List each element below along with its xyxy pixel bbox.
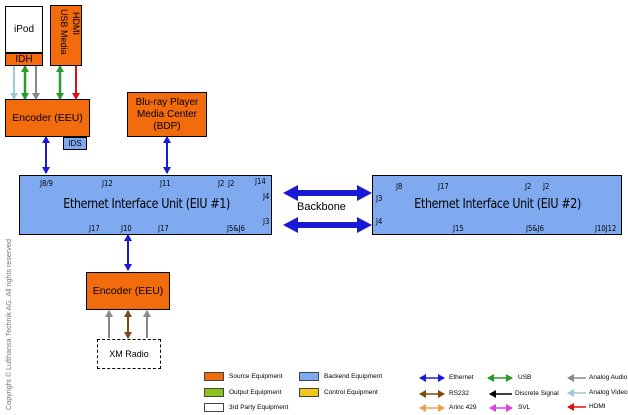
ipod-box: iPod — [5, 6, 43, 53]
legend-output-swatch — [204, 388, 224, 397]
usb-media-label: USB Media — [59, 9, 69, 55]
legend-usb-label: USB — [518, 374, 532, 381]
eiu1-jack-j11: J11 — [160, 179, 171, 188]
usb-media-hdmi-box: HDMI USB Media — [50, 5, 82, 66]
eiu2-jack-j10j12: J10J12 — [595, 224, 617, 233]
eiu1-jack-j3: J3 — [263, 217, 270, 226]
idh-label: IDH — [15, 54, 33, 65]
legend-source-swatch — [204, 372, 224, 381]
legend-discrete-label: Discrete Signal — [515, 390, 559, 397]
eiu1-jack-j17b: J17 — [158, 224, 169, 233]
eiu1-jack-j5j6: J5&J6 — [227, 224, 245, 233]
encoder-bottom-box: Encoder (EEU) — [86, 272, 170, 310]
legend-hdmi-label: HDMI — [589, 403, 606, 410]
eiu1-jack-j17a: J17 — [89, 224, 100, 233]
legend-analog-audio-label: Analog Audio — [589, 374, 628, 381]
bdp-label-line2: Media Center — [136, 108, 198, 120]
eiu2-jack-j2b: J2 — [543, 182, 550, 191]
legend-rs232-label: RS232 — [449, 390, 469, 397]
legend-backend-swatch — [299, 372, 319, 381]
backbone-label: Backbone — [297, 201, 346, 213]
eiu2-jack-j4: J4 — [376, 217, 383, 226]
eiu1-jack-j14: J14 — [255, 177, 266, 186]
eiu1-jack-j89: J8/9 — [40, 179, 53, 188]
eiu2-jack-j2a: J2 — [525, 182, 532, 191]
legend-control-swatch — [299, 388, 319, 397]
eiu1-box: Ethernet Interface Unit (EIU #1) J8/9 J1… — [19, 175, 272, 235]
ids-box: IDS — [63, 137, 87, 150]
bdp-label-line3: (BDP) — [153, 120, 181, 132]
eiu2-jack-j15: J15 — [453, 224, 464, 233]
ipod-label: iPod — [13, 24, 34, 35]
xm-radio-box: XM Radio — [97, 339, 161, 369]
eiu2-jack-j8: J8 — [396, 182, 403, 191]
encoder-top-label: Encoder (EEU) — [12, 112, 83, 124]
eiu1-jack-j2a: J2 — [218, 179, 225, 188]
legend-arinc-label: Arinc 429 — [449, 404, 477, 411]
legend-ethernet-label: Ethernet — [449, 374, 474, 381]
eiu1-title: Ethernet Interface Unit (EIU #1) — [63, 196, 230, 212]
legend-backend-label: Backend Equipment — [324, 373, 383, 380]
idh-box: IDH — [5, 53, 43, 66]
eiu1-jack-j4: J4 — [263, 192, 270, 201]
eiu2-jack-j17: J17 — [438, 182, 449, 191]
legend-analog-video-label: Analog Video — [589, 389, 628, 396]
backbone-arrow-bottom — [283, 217, 372, 233]
eiu2-box: Ethernet Interface Unit (EIU #2) J8 J17 … — [372, 175, 622, 235]
eiu1-jack-j2b: J2 — [228, 179, 235, 188]
legend-source-label: Source Equipment — [229, 373, 283, 380]
bdp-label-line1: Blu-ray Player — [135, 96, 199, 108]
encoder-top-box: Encoder (EEU) — [5, 99, 90, 137]
ids-label: IDS — [68, 139, 82, 148]
bdp-box: Blu-ray Player Media Center (BDP) — [127, 92, 207, 137]
legend-svl-label: SVL — [518, 404, 531, 411]
eiu1-jack-j12: J12 — [102, 179, 113, 188]
encoder-bottom-label: Encoder (EEU) — [92, 285, 164, 297]
eiu2-title: Ethernet Interface Unit (EIU #2) — [414, 196, 582, 212]
legend-output-label: Output Equipment — [229, 389, 282, 396]
eiu2-jack-j3: J3 — [376, 194, 383, 203]
legend-third-party-label: 3rd Party Equipment — [229, 404, 289, 411]
eiu1-jack-j10: J10 — [121, 224, 132, 233]
backbone-arrow-top — [283, 185, 372, 201]
hdmi-label: HDMI — [71, 12, 81, 35]
copyright-notice: Copyright © Lufthansa Technik AG. All ri… — [4, 239, 13, 410]
legend-third-party-swatch — [204, 403, 224, 412]
legend-control-label: Control Equipment — [324, 389, 378, 396]
eiu2-jack-j5j6: J5&J6 — [526, 224, 544, 233]
xm-radio-label: XM Radio — [109, 349, 149, 359]
